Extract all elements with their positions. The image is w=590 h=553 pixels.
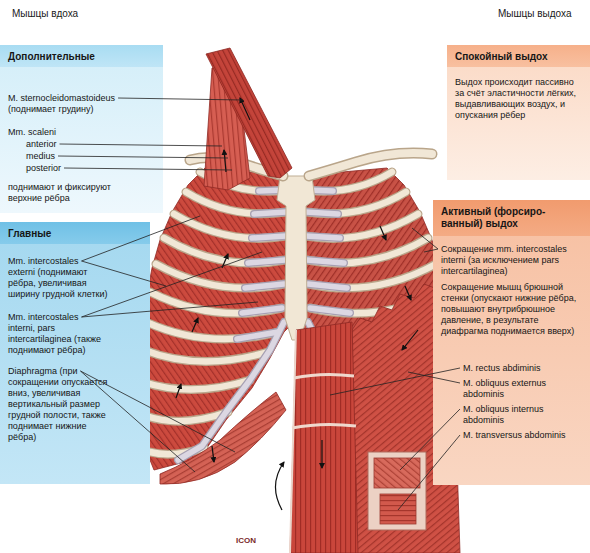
panel-heading: Спокойный выдох — [455, 51, 583, 63]
forced-exhale-panel: Активный (форсиро-ванный) выдохСокращени… — [433, 200, 590, 485]
leader-line — [64, 168, 232, 170]
inhale-main-panel: ГлавныеMm. intercostales externi (подним… — [0, 222, 150, 484]
linea-alba — [290, 330, 296, 553]
muscle-part-label: medius — [26, 151, 116, 162]
muscle-label: M. transversus abdominis — [463, 430, 583, 441]
tendinous-intersection — [292, 424, 356, 428]
muscle-label: M. obliquus internus abdominis — [463, 404, 583, 426]
panel-heading: Активный (форсиро-ванный) выдох — [441, 206, 559, 230]
leader-line — [58, 156, 228, 158]
leader-line — [80, 371, 195, 472]
direction-arrow — [321, 440, 322, 468]
muscle-label: Mm. intercostales interni, pars intercar… — [8, 312, 108, 356]
muscle-label: Mm. scaleni — [8, 127, 128, 138]
direction-arrow — [402, 330, 418, 350]
function-note: Выдох происходит пассивно за счёт эласти… — [455, 77, 579, 121]
direction-arrow — [240, 98, 250, 120]
direction-arrows — [176, 98, 418, 510]
rectus-abdominis-muscle — [290, 322, 358, 553]
muscle-part-label: anterior — [26, 139, 116, 150]
leader-line — [80, 371, 235, 452]
muscle-part-label: posterior — [26, 163, 116, 174]
direction-arrow — [222, 254, 228, 268]
internal-oblique-muscle — [374, 458, 420, 488]
sternocleidomastoid-muscle — [206, 48, 292, 178]
function-note: поднимают и фиксируют верхние рёбра — [8, 182, 120, 204]
function-note: Сокращение mm. intercostales interni (за… — [441, 244, 583, 277]
direction-arrow — [405, 286, 411, 300]
panel-heading: Дополнительные — [8, 51, 148, 63]
leader-line — [118, 98, 243, 100]
leader-line — [82, 302, 258, 317]
leader-line — [398, 435, 460, 510]
sternum — [277, 176, 315, 340]
panel-heading: Главные — [8, 228, 138, 240]
section-heading: Мышцы выдоха — [498, 8, 571, 19]
clavicle-outline — [309, 153, 432, 176]
leader-line — [412, 228, 438, 249]
watermark: ICON — [236, 536, 256, 545]
direction-arrow — [212, 446, 214, 462]
direction-arrow — [380, 226, 386, 240]
leader-lines — [58, 98, 460, 510]
leader-line — [82, 261, 166, 286]
muscle-label: M. obliquus externus abdominis — [463, 378, 583, 400]
leader-line — [424, 249, 438, 252]
leader-line — [408, 372, 460, 383]
clavicle — [309, 153, 432, 176]
direction-arrow — [176, 384, 181, 398]
aponeurosis-window — [368, 452, 426, 530]
leader-line — [82, 216, 200, 261]
inhale-accessory-panel: Дополнительные M. sternocleidomastoideus … — [0, 45, 163, 213]
muscle-label: M. rectus abdiminis — [463, 363, 583, 374]
leader-line — [330, 368, 460, 395]
diaphragm — [160, 392, 286, 484]
section-heading: Мышцы вдоха — [12, 8, 78, 19]
muscle-label: Mm. intercostales externi (поднимают рёб… — [8, 256, 108, 300]
leader-line — [82, 252, 262, 317]
muscle-label: M. sternocleidomastoideus (поднимает гру… — [8, 93, 140, 115]
direction-arrow — [224, 150, 226, 172]
leader-line — [60, 144, 222, 146]
direction-arrow — [275, 462, 284, 510]
transversus-muscle — [380, 494, 416, 524]
quiet-exhale-panel: Спокойный выдохВыдох происходит пассивно… — [447, 45, 590, 180]
leader-line — [400, 409, 460, 470]
tendinous-intersection — [294, 374, 354, 378]
muscle-label: Diaphragma (при сокращении опускается вн… — [8, 366, 110, 443]
direction-arrow — [192, 318, 198, 332]
function-note: Сокращение мышц брюшной стенки (опускают… — [441, 282, 583, 337]
